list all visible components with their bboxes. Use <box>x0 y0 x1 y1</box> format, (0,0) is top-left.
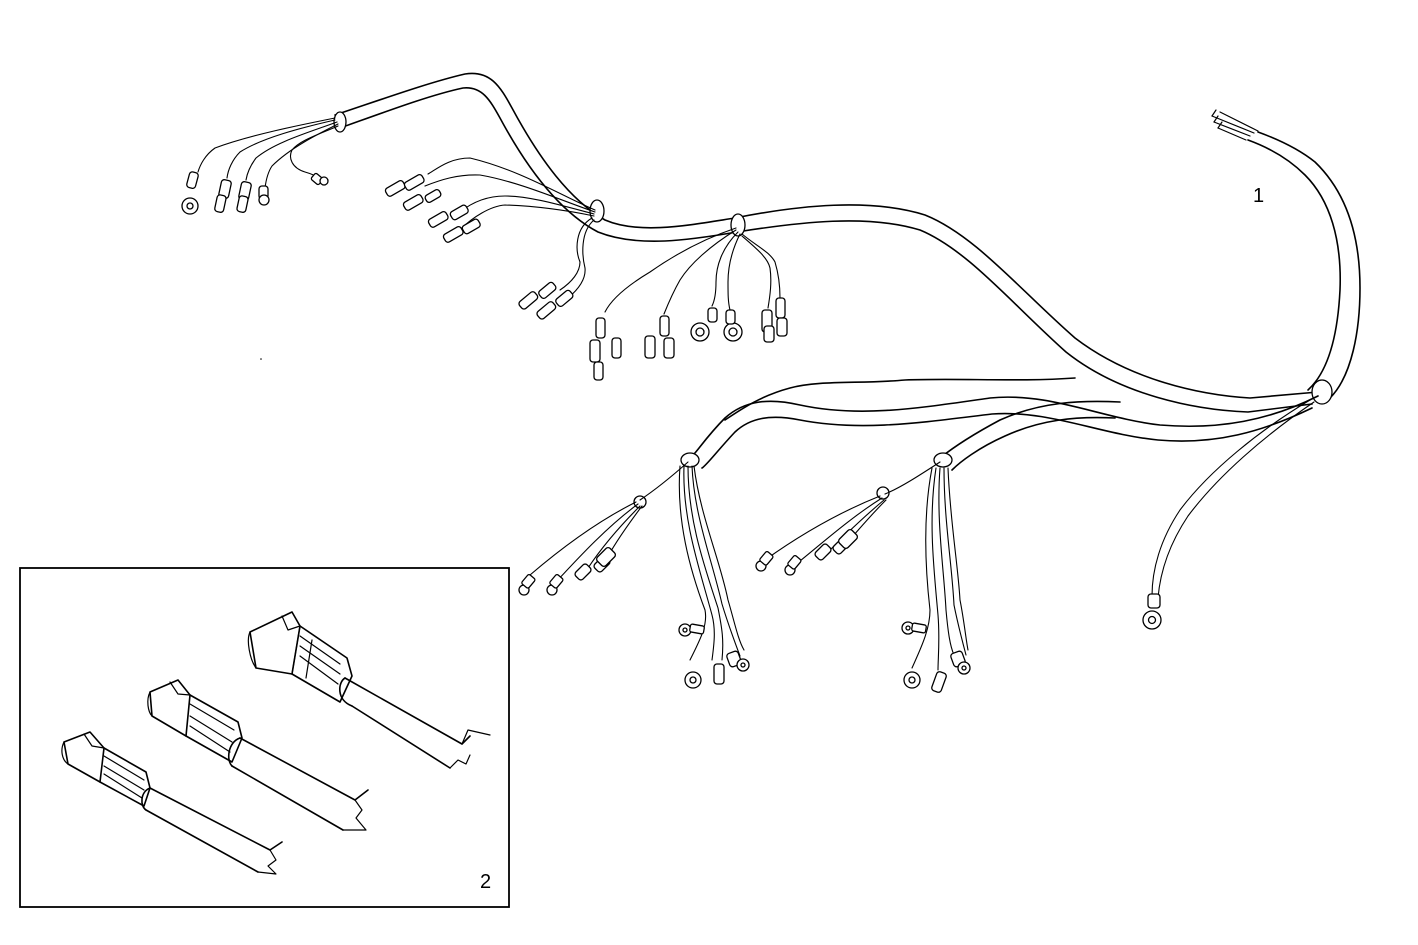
main-harness: 1 <box>181 72 1361 693</box>
top-left-breakout <box>181 117 339 215</box>
callout-main-harness: 1 <box>1253 185 1264 207</box>
right-riser <box>1211 109 1361 405</box>
lower-middle-breakout <box>755 461 971 693</box>
lower-branch <box>689 377 1319 471</box>
main-trunk <box>334 72 1319 413</box>
connector-small <box>61 731 283 875</box>
connector-large <box>247 611 491 769</box>
middle-upper-breakout <box>384 157 596 320</box>
middle-lower-breakout <box>589 227 788 381</box>
inset-frame <box>19 567 510 908</box>
callout-connector-inset: 2 <box>480 871 491 893</box>
connector-medium <box>147 679 369 831</box>
stray-mark <box>260 358 262 360</box>
lower-left-breakout <box>518 461 750 689</box>
ground-wire <box>1142 399 1315 630</box>
connector-inset: 2 <box>19 567 510 908</box>
harness-bands <box>333 111 953 509</box>
